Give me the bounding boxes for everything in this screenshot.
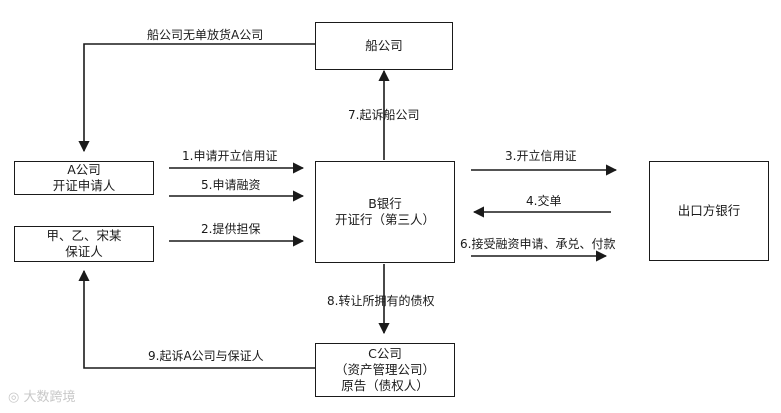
company-a-role: 开证申请人 — [52, 178, 116, 193]
ship-company-node: 船公司 — [315, 22, 453, 70]
bank-b-name: B银行 — [368, 196, 402, 211]
edge-label-step4: 4.交单 — [526, 194, 562, 208]
company-c-name: C公司 — [368, 346, 402, 361]
edge-label-step2: 2.提供担保 — [201, 222, 261, 236]
bank-b-role: 开证行（第三人） — [334, 212, 435, 227]
export-bank-label: 出口方银行 — [677, 203, 741, 218]
watermark: ◎ 大数跨境 — [8, 386, 76, 405]
company-a-name: A公司 — [67, 162, 101, 177]
guarantors-node: 甲、乙、宋某 保证人 — [14, 226, 154, 262]
edge-label-step8: 8.转让所拥有的债权 — [327, 294, 435, 308]
edge-label-ship-release: 船公司无单放货A公司 — [147, 28, 264, 42]
ship-company-label: 船公司 — [365, 38, 403, 53]
guarantors-role: 保证人 — [65, 244, 103, 259]
edge-label-step5: 5.申请融资 — [201, 178, 261, 192]
company-c-node: C公司 （资产管理公司） 原告（债权人） — [315, 343, 455, 397]
watermark-logo-icon: ◎ — [8, 390, 20, 405]
guarantors-names: 甲、乙、宋某 — [46, 228, 122, 243]
export-bank-node: 出口方银行 — [649, 161, 769, 261]
company-c-role: 原告（债权人） — [341, 378, 429, 393]
arrow-ship-to-company-a — [78, 43, 315, 153]
edge-label-step6: 6.接受融资申请、承兑、付款 — [460, 237, 616, 251]
arrow-step9 — [78, 269, 315, 369]
edge-label-step7: 7.起诉船公司 — [348, 108, 420, 122]
bank-b-node: B银行 开证行（第三人） — [315, 161, 455, 263]
company-a-node: A公司 开证申请人 — [14, 161, 154, 195]
watermark-text: 大数跨境 — [23, 390, 76, 405]
company-c-desc: （资产管理公司） — [334, 362, 435, 377]
edge-label-step9: 9.起诉A公司与保证人 — [148, 349, 264, 363]
edge-label-step1: 1.申请开立信用证 — [182, 149, 278, 163]
edge-label-step3: 3.开立信用证 — [505, 149, 577, 163]
